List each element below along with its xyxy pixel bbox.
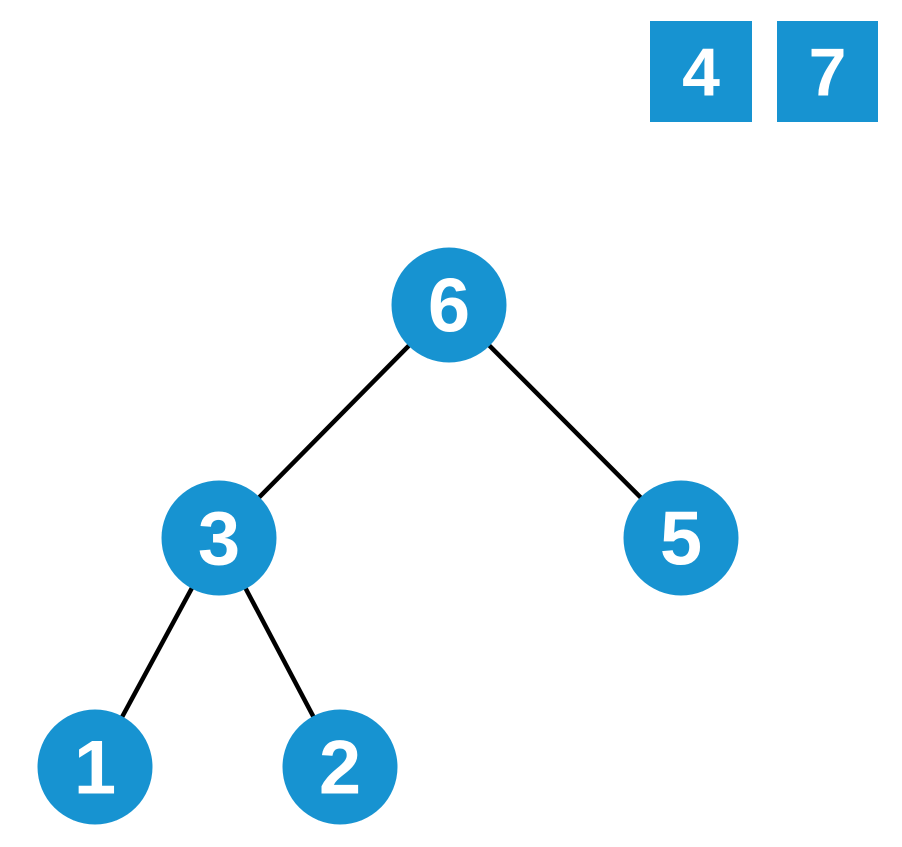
node-circle xyxy=(623,480,739,596)
node-label: 3 xyxy=(198,497,240,582)
tree-node-1: 1 xyxy=(37,709,153,825)
node-label: 2 xyxy=(319,726,361,811)
node-circle xyxy=(282,709,398,825)
tree-node-6: 6 xyxy=(391,247,507,363)
tile-square[interactable] xyxy=(777,21,878,122)
node-circle xyxy=(161,480,277,596)
pending-value-tile-7[interactable]: 7 xyxy=(777,21,878,122)
tree-node-3: 3 xyxy=(161,480,277,596)
tree-node-2: 2 xyxy=(282,709,398,825)
node-circle xyxy=(37,709,153,825)
node-label: 5 xyxy=(660,497,702,582)
node-circle xyxy=(391,247,507,363)
tree-node-5: 5 xyxy=(623,480,739,596)
node-label: 1 xyxy=(74,726,116,811)
node-label: 6 xyxy=(428,264,470,349)
pending-value-tile-4[interactable]: 4 xyxy=(650,21,752,122)
tile-square[interactable] xyxy=(650,21,752,122)
tile-label: 7 xyxy=(809,34,847,110)
tile-label: 4 xyxy=(682,34,720,110)
